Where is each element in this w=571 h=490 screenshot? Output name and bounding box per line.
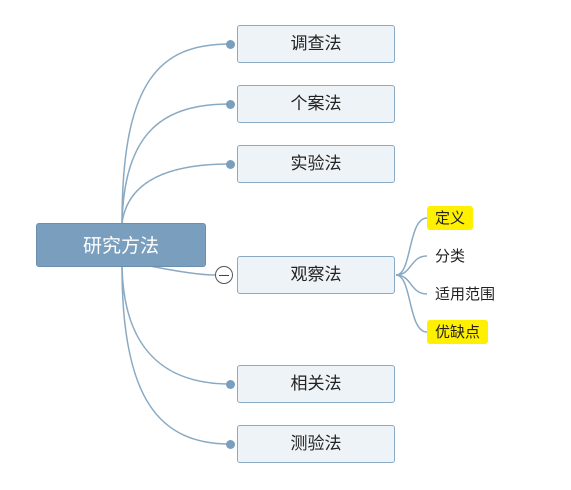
connector-survey — [121, 43, 231, 224]
subtopic-pros-cons[interactable]: 优缺点 — [427, 320, 489, 344]
connector-observation — [149, 265, 216, 276]
topic-survey[interactable]: 调查法 — [237, 25, 395, 63]
connector-case — [121, 103, 231, 224]
topic-experiment[interactable]: 实验法 — [237, 145, 395, 183]
node-dot — [226, 160, 235, 169]
subtopic-scope[interactable]: 适用范围 — [435, 285, 496, 303]
connector-sub-definition — [395, 217, 428, 276]
topic-case[interactable]: 个案法 — [237, 85, 395, 123]
node-dot — [226, 440, 235, 449]
topic-test[interactable]: 测验法 — [237, 425, 395, 463]
subtopic-definition[interactable]: 定义 — [427, 206, 474, 230]
node-dot — [226, 100, 235, 109]
topic-correlation[interactable]: 相关法 — [237, 365, 395, 403]
connector-experiment — [121, 163, 231, 224]
root-topic[interactable]: 研究方法 — [36, 223, 206, 267]
connector-sub-classification — [395, 255, 428, 276]
node-dot — [226, 40, 235, 49]
connector-sub-proscons — [395, 274, 428, 333]
connector-test — [121, 266, 231, 445]
node-dot — [226, 380, 235, 389]
collapse-toggle-icon[interactable] — [215, 266, 233, 284]
topic-observation[interactable]: 观察法 — [237, 256, 395, 294]
connector-correlation — [121, 266, 231, 385]
subtopic-classification[interactable]: 分类 — [435, 247, 466, 265]
